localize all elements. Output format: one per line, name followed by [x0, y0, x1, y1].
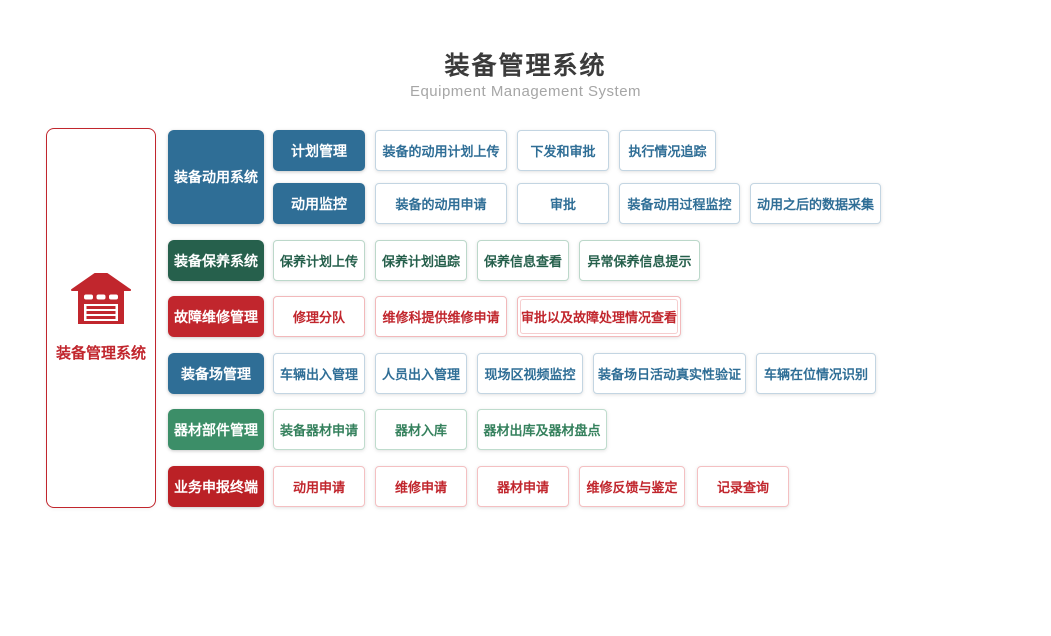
- node-personnel-access: 人员出入管理: [375, 353, 467, 394]
- node-repair-request: 维修申请: [375, 466, 467, 507]
- node-mobilization-request: 动用申请: [273, 466, 365, 507]
- subcategory-plan-management: 计划管理: [273, 130, 365, 171]
- node-maint-plan-upload: 保养计划上传: [273, 240, 365, 281]
- node-site-video-monitor: 现场区视频监控: [477, 353, 583, 394]
- node-repair-unit: 修理分队: [273, 296, 365, 337]
- node-approval: 审批: [517, 183, 609, 224]
- warehouse-icon: [71, 273, 131, 331]
- node-process-monitor: 装备动用过程监控: [619, 183, 740, 224]
- node-maint-plan-tracking: 保养计划追踪: [375, 240, 467, 281]
- node-plan-upload: 装备的动用计划上传: [375, 130, 507, 171]
- node-approve-fault-view: 审批以及故障处理情况查看: [517, 296, 681, 337]
- node-abnormal-maint-alert: 异常保养信息提示: [579, 240, 700, 281]
- node-issue-approve: 下发和审批: [517, 130, 609, 171]
- node-vehicle-access: 车辆出入管理: [273, 353, 365, 394]
- category-maintenance-system: 装备保养系统: [168, 240, 264, 281]
- node-repair-feedback: 维修反馈与鉴定: [579, 466, 685, 507]
- node-maint-info-view: 保养信息查看: [477, 240, 569, 281]
- node-yard-activity-verify: 装备场日活动真实性验证: [593, 353, 746, 394]
- page-title: 装备管理系统: [444, 52, 607, 80]
- root-system-node: 装备管理系统: [46, 128, 156, 508]
- node-execution-tracking: 执行情况追踪: [619, 130, 716, 171]
- node-mobilization-apply: 装备的动用申请: [375, 183, 507, 224]
- category-equipment-mobilization: 装备动用系统: [168, 130, 264, 224]
- node-record-query: 记录查询: [697, 466, 789, 507]
- subcategory-mobilization-monitor: 动用监控: [273, 183, 365, 224]
- node-equipment-parts-apply: 装备器材申请: [273, 409, 365, 450]
- category-equipment-yard: 装备场管理: [168, 353, 264, 394]
- category-business-terminal: 业务申报终端: [168, 466, 264, 507]
- root-system-label: 装备管理系统: [55, 345, 146, 362]
- node-post-data-collection: 动用之后的数据采集: [750, 183, 881, 224]
- node-parts-request: 器材申请: [477, 466, 569, 507]
- node-repair-dept-apply: 维修科提供维修申请: [375, 296, 507, 337]
- page-subtitle: Equipment Management System: [409, 83, 642, 100]
- node-vehicle-presence-id: 车辆在位情况识别: [756, 353, 876, 394]
- node-parts-outbound-inventory: 器材出库及器材盘点: [477, 409, 607, 450]
- category-parts-management: 器材部件管理: [168, 409, 264, 450]
- node-parts-inbound: 器材入库: [375, 409, 467, 450]
- category-fault-repair: 故障维修管理: [168, 296, 264, 337]
